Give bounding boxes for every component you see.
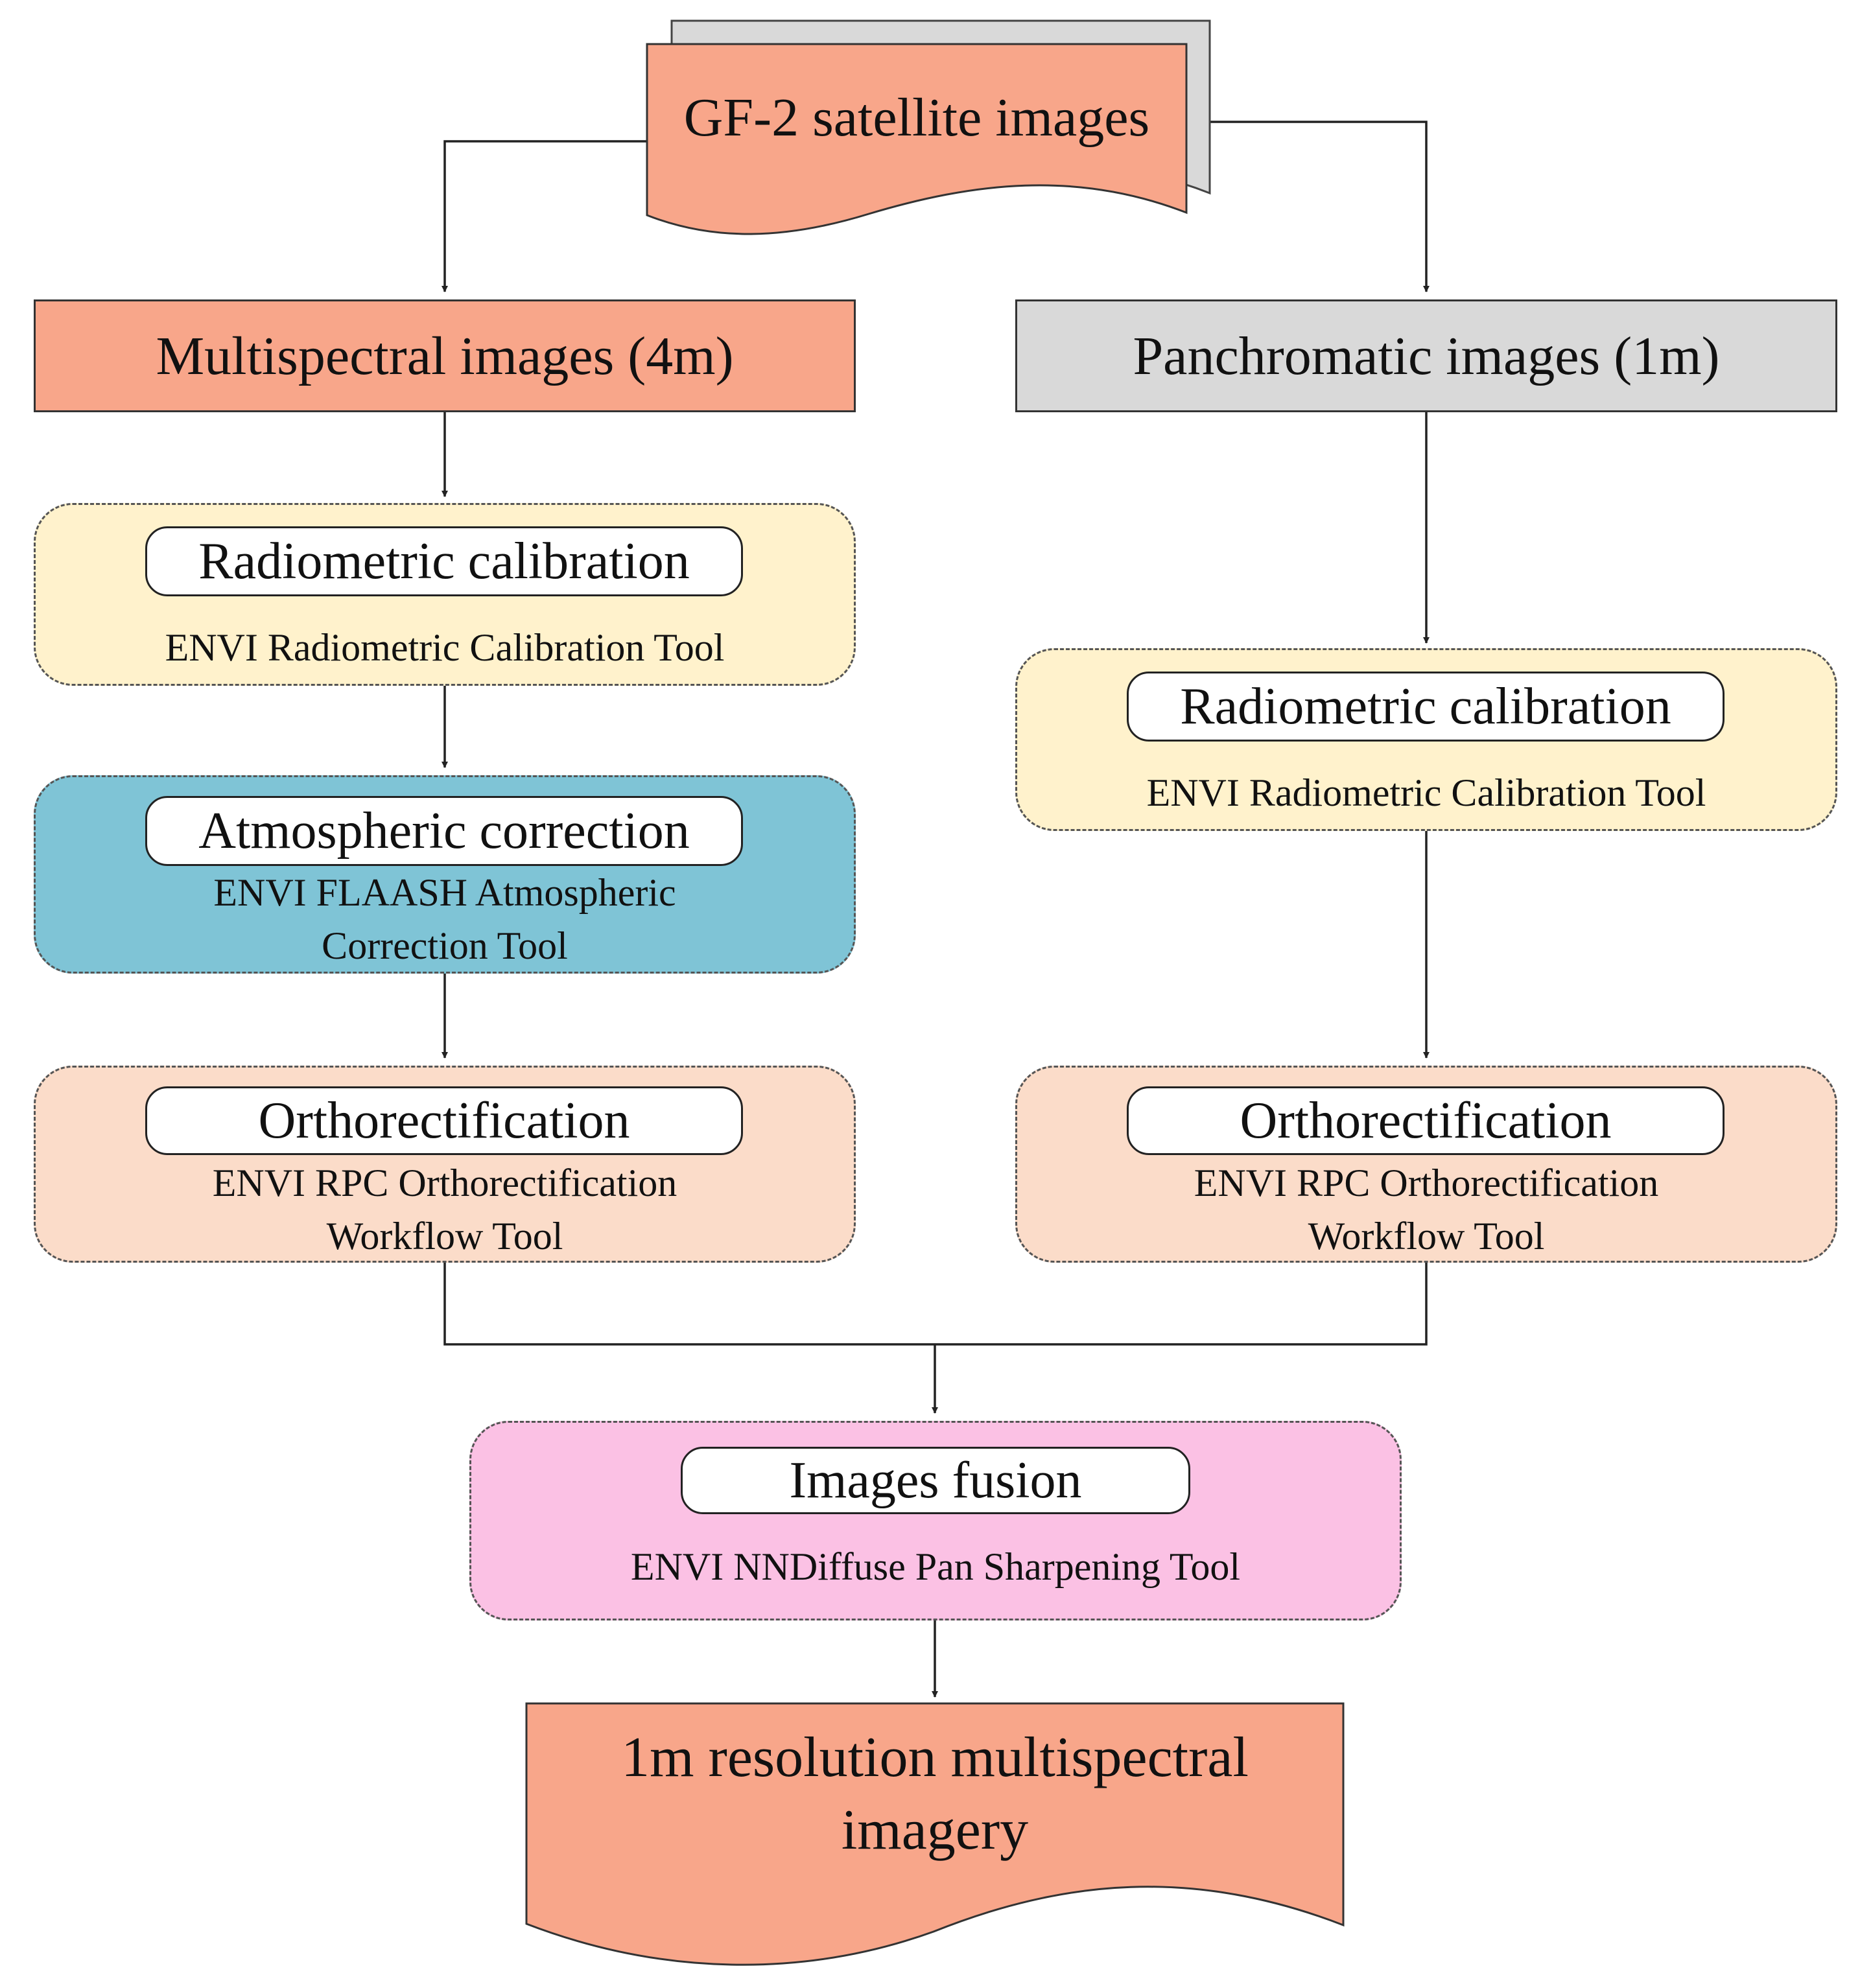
- panchromatic-box: Panchromatic images (1m): [1015, 299, 1837, 412]
- multispectral-label: Multispectral images (4m): [156, 325, 734, 386]
- source-document-shape: [646, 19, 1211, 235]
- left-ortho-tool: ENVI RPC Orthorectification Workflow Too…: [34, 1156, 856, 1263]
- merge-line: [443, 1263, 1428, 1346]
- left-radiometric-tool: ENVI Radiometric Calibration Tool: [165, 626, 725, 669]
- output-label: 1m resolution multispectral imagery: [526, 1722, 1343, 1867]
- left-atmospheric-tool-line1: ENVI FLAASH Atmospheric: [213, 871, 676, 914]
- left-atmospheric-title: Atmospheric correction: [145, 796, 743, 866]
- left-radiometric-title: Radiometric calibration: [145, 526, 743, 596]
- right-radiometric-title: Radiometric calibration: [1127, 672, 1725, 742]
- output-label-line2: imagery: [841, 1799, 1029, 1862]
- right-radiometric-tool: ENVI Radiometric Calibration Tool: [1146, 771, 1706, 814]
- fusion-title-text: Images fusion: [789, 1451, 1082, 1509]
- right-radiometric-title-text: Radiometric calibration: [1180, 677, 1671, 735]
- right-ortho-title: Orthorectification: [1127, 1086, 1725, 1155]
- panchromatic-label: Panchromatic images (1m): [1133, 325, 1720, 386]
- arrow-source-to-multispectral: [441, 140, 648, 292]
- right-ortho-tool-line1: ENVI RPC Orthorectification: [1194, 1162, 1659, 1204]
- left-radiometric-title-text: Radiometric calibration: [198, 532, 690, 590]
- right-ortho-tool-line2: Workflow Tool: [1308, 1215, 1545, 1257]
- multispectral-box: Multispectral images (4m): [34, 299, 856, 412]
- left-atmospheric-tool: ENVI FLAASH Atmospheric Correction Tool: [34, 866, 856, 972]
- fusion-title: Images fusion: [681, 1447, 1190, 1514]
- output-document-shape: [525, 1702, 1345, 1966]
- fusion-tool: ENVI NNDiffuse Pan Sharpening Tool: [630, 1545, 1241, 1588]
- source-label: GF-2 satellite images: [683, 88, 1150, 148]
- left-atmospheric-tool-line2: Correction Tool: [322, 924, 568, 967]
- left-ortho-title-text: Orthorectification: [258, 1092, 630, 1149]
- right-ortho-tool: ENVI RPC Orthorectification Workflow Too…: [1015, 1156, 1837, 1263]
- output-label-line1: 1m resolution multispectral: [621, 1726, 1249, 1789]
- left-ortho-tool-line2: Workflow Tool: [326, 1215, 563, 1257]
- left-ortho-tool-line1: ENVI RPC Orthorectification: [212, 1162, 677, 1204]
- left-ortho-title: Orthorectification: [145, 1086, 743, 1155]
- left-atmospheric-title-text: Atmospheric correction: [198, 802, 690, 860]
- arrow-source-to-panchromatic: [1206, 121, 1430, 292]
- right-ortho-title-text: Orthorectification: [1240, 1092, 1612, 1149]
